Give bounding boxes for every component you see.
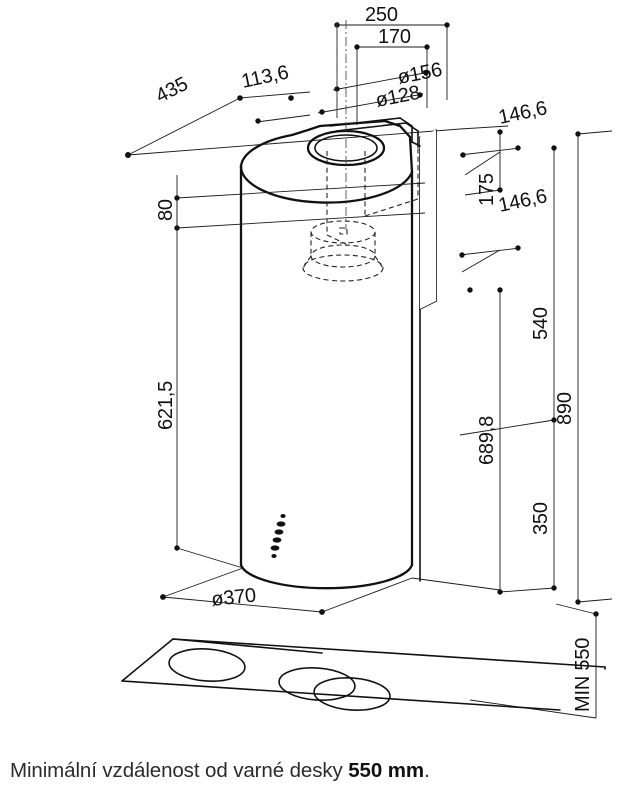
technical-drawing-canvas: 250 170 ø156 ø128 435 113,6 [121, 4, 613, 719]
duct-collar [302, 220, 384, 282]
dim-label-146-6-upper: 146,6 [496, 97, 549, 129]
dimension-group-left: 80 621,5 [155, 175, 426, 569]
dimension-group-bottom: ø370 [160, 567, 501, 615]
burner [168, 648, 246, 682]
dim-label-170: 170 [378, 26, 411, 48]
caption-bar: Minimální vzdálenost od varné desky 550 … [0, 742, 625, 800]
dim-label-113-6: 113,6 [239, 61, 290, 92]
dim-label-175: 175 [476, 173, 498, 206]
dim-label-80: 80 [155, 199, 177, 221]
dim-label-435: 435 [152, 73, 191, 108]
chimney-panel [419, 129, 437, 582]
dim-label-621-5: 621,5 [155, 381, 177, 430]
burner [278, 667, 356, 701]
dim-label-d128: ø128 [374, 82, 422, 112]
dim-label-350: 350 [530, 502, 552, 535]
cylinder-body [239, 119, 414, 590]
dim-label-d370: ø370 [210, 584, 257, 611]
caption-text-after: . [424, 759, 430, 782]
dim-label-689-8: 689,8 [476, 416, 498, 465]
center-lines [336, 20, 347, 230]
control-panel[interactable] [270, 514, 286, 558]
dim-label-146-6-lower: 146,6 [496, 185, 549, 217]
dim-label-890: 890 [554, 392, 576, 425]
dim-label-540: 540 [530, 307, 552, 340]
dim-label-min-550: MIN 550 [572, 638, 594, 712]
caption-text-before: Minimální vzdálenost od varné desky [10, 759, 349, 782]
dim-label-250: 250 [365, 4, 398, 26]
hood-dimension-drawing: 250 170 ø156 ø128 435 113,6 [121, 4, 613, 719]
dimension-group-top: 250 170 ø156 ø128 [317, 4, 450, 125]
caption-text: Minimální vzdálenost od varné desky 550 … [10, 759, 430, 783]
burner [313, 677, 391, 711]
dimension-group-right: 146,6 175 146,6 540 890 350 [459, 97, 613, 719]
hood-body-group [239, 117, 437, 590]
cooktop [121, 638, 606, 711]
caption-text-strong: 550 mm [348, 759, 424, 782]
